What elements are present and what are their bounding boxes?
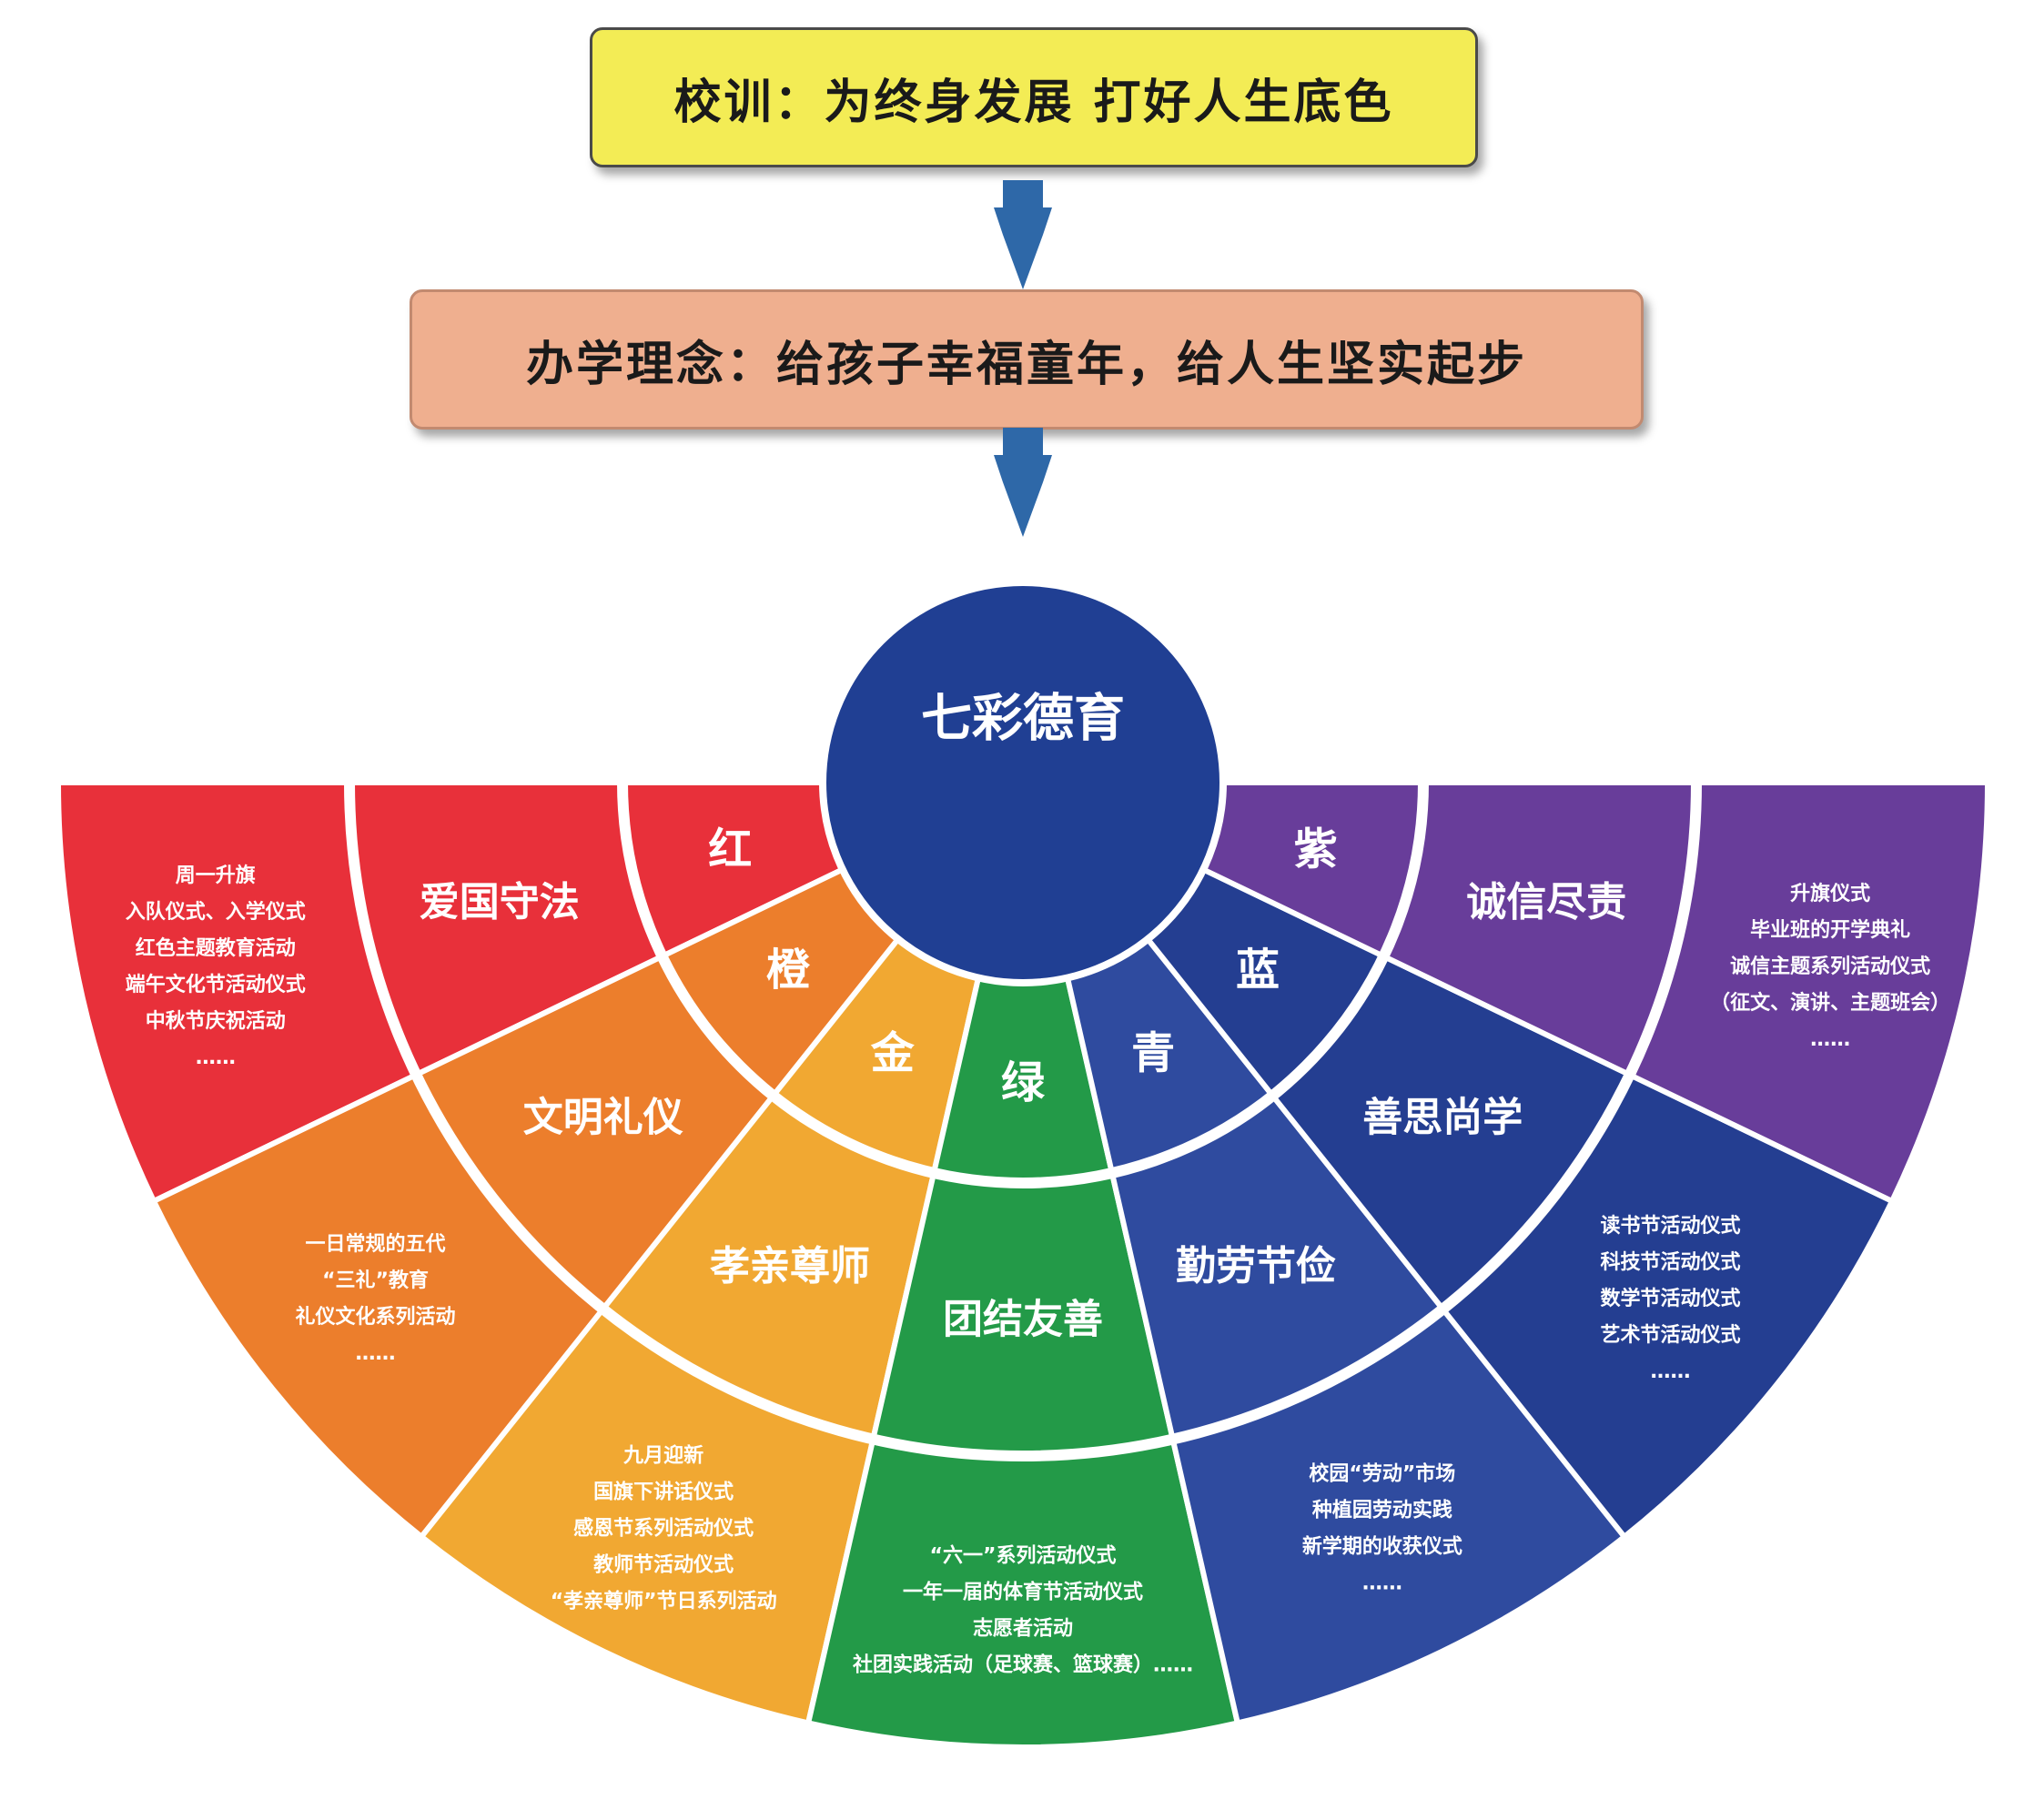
down-arrow-icon [994,428,1052,537]
activity-item-blue: 数学节活动仪式 [1600,1287,1740,1310]
activity-item-gold: 国旗下讲话仪式 [593,1480,734,1503]
activity-item-cyan: 种植园劳动实践 [1312,1498,1452,1522]
activity-item-green: 社团实践活动（足球赛、篮球赛）…… [853,1653,1193,1677]
activity-item-red: 红色主题教育活动 [136,936,296,960]
activity-item-green: 志愿者活动 [973,1618,1073,1641]
activity-item-green: 一年一届的体育节活动仪式 [903,1581,1143,1604]
activity-item-blue: 艺术节活动仪式 [1600,1323,1740,1347]
activity-item-gold: 感恩节系列活动仪式 [573,1516,754,1540]
activity-item-purple: 升旗仪式 [1790,882,1870,905]
color-label-cyan: 青 [1131,1027,1175,1078]
virtue-label-purple: 诚信尽责 [1466,879,1626,925]
activity-item-gold: 教师节活动仪式 [593,1552,734,1576]
activity-item-blue: 读书节活动仪式 [1600,1215,1740,1238]
activity-item-green: “六一”系列活动仪式 [930,1545,1117,1568]
activity-item-blue: …… [1650,1360,1690,1383]
virtue-label-red: 爱国守法 [420,879,580,925]
color-label-red: 红 [708,824,752,875]
activity-item-cyan: …… [1362,1572,1402,1594]
color-label-green: 绿 [1001,1057,1046,1108]
activity-item-red: 入队仪式、入学仪式 [126,900,306,924]
activity-item-purple: （征文、演讲、主题班会） [1710,991,1950,1015]
activity-item-orange: “三礼”教育 [322,1269,429,1292]
activity-item-orange: 礼仪文化系列活动 [296,1305,456,1329]
school-motto-box: 校训：为终身发展 打好人生底色 [590,27,1478,167]
center-node: 七彩德育 [819,579,1227,986]
fan-sectors [55,780,1991,1750]
activity-item-red: …… [196,1046,236,1069]
activity-item-cyan: 新学期的收获仪式 [1302,1534,1462,1558]
virtue-label-green: 团结友善 [943,1297,1103,1343]
color-label-orange: 橙 [766,945,811,996]
activity-item-red: 中秋节庆祝活动 [146,1009,286,1033]
activity-item-purple: 毕业班的开学典礼 [1750,918,1910,942]
activity-item-gold: “孝亲尊师”节日系列活动 [551,1589,777,1613]
activity-item-purple: 诚信主题系列活动仪式 [1730,955,1930,978]
school-motto-text: 校训：为终身发展 打好人生底色 [673,75,1394,130]
down-arrow-icon [994,180,1052,289]
virtue-label-orange: 文明礼仪 [523,1094,683,1140]
ring-divider [617,782,1429,1188]
flow-arrows [994,180,1052,537]
activity-item-cyan: 校园“劳动”市场 [1309,1461,1455,1485]
color-label-purple: 紫 [1294,824,1338,875]
color-label-blue: 蓝 [1236,945,1280,996]
virtue-label-blue: 善思尚学 [1362,1094,1523,1140]
activity-item-purple: …… [1810,1028,1850,1051]
activity-item-orange: …… [356,1342,396,1365]
activity-item-blue: 科技节活动仪式 [1600,1251,1740,1274]
school-philosophy-text: 办学理念：给孩子幸福童年，给人生坚实起步 [525,337,1527,392]
activity-item-red: 端午文化节活动仪式 [126,973,306,996]
virtue-label-gold: 孝亲尊师 [710,1243,870,1289]
virtue-label-cyan: 勤劳节俭 [1176,1243,1336,1289]
ring-divider [344,782,1702,1461]
activity-item-orange: 一日常规的五代 [306,1232,446,1256]
activity-item-gold: 九月迎新 [622,1443,703,1467]
center-circle [819,579,1227,986]
color-label-gold: 金 [870,1027,916,1078]
fan-ring-dividers [344,782,1702,1461]
activity-item-red: 周一升旗 [176,864,256,887]
center-label: 七彩德育 [921,690,1125,749]
